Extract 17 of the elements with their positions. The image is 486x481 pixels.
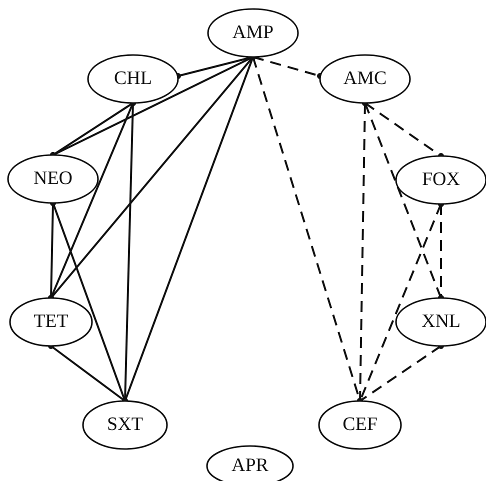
ellipse-node [82,400,168,450]
node-label: AMP [232,22,274,44]
node-label: SXT [107,414,143,436]
node-label: TET [34,311,68,333]
ellipse-node [319,54,411,104]
ellipse-node [87,54,179,104]
node-label: CHL [114,68,152,90]
node-label: XNL [421,311,461,333]
node-label: CEF [342,414,378,436]
ellipse-node [9,297,93,347]
node-label: NEO [33,168,73,190]
node-label: FOX [422,169,460,191]
ellipse-node [7,154,99,204]
ellipse-node [207,8,299,58]
node-label: APR [232,455,268,477]
ellipse-node [318,400,402,450]
node-label: AMC [343,68,387,90]
